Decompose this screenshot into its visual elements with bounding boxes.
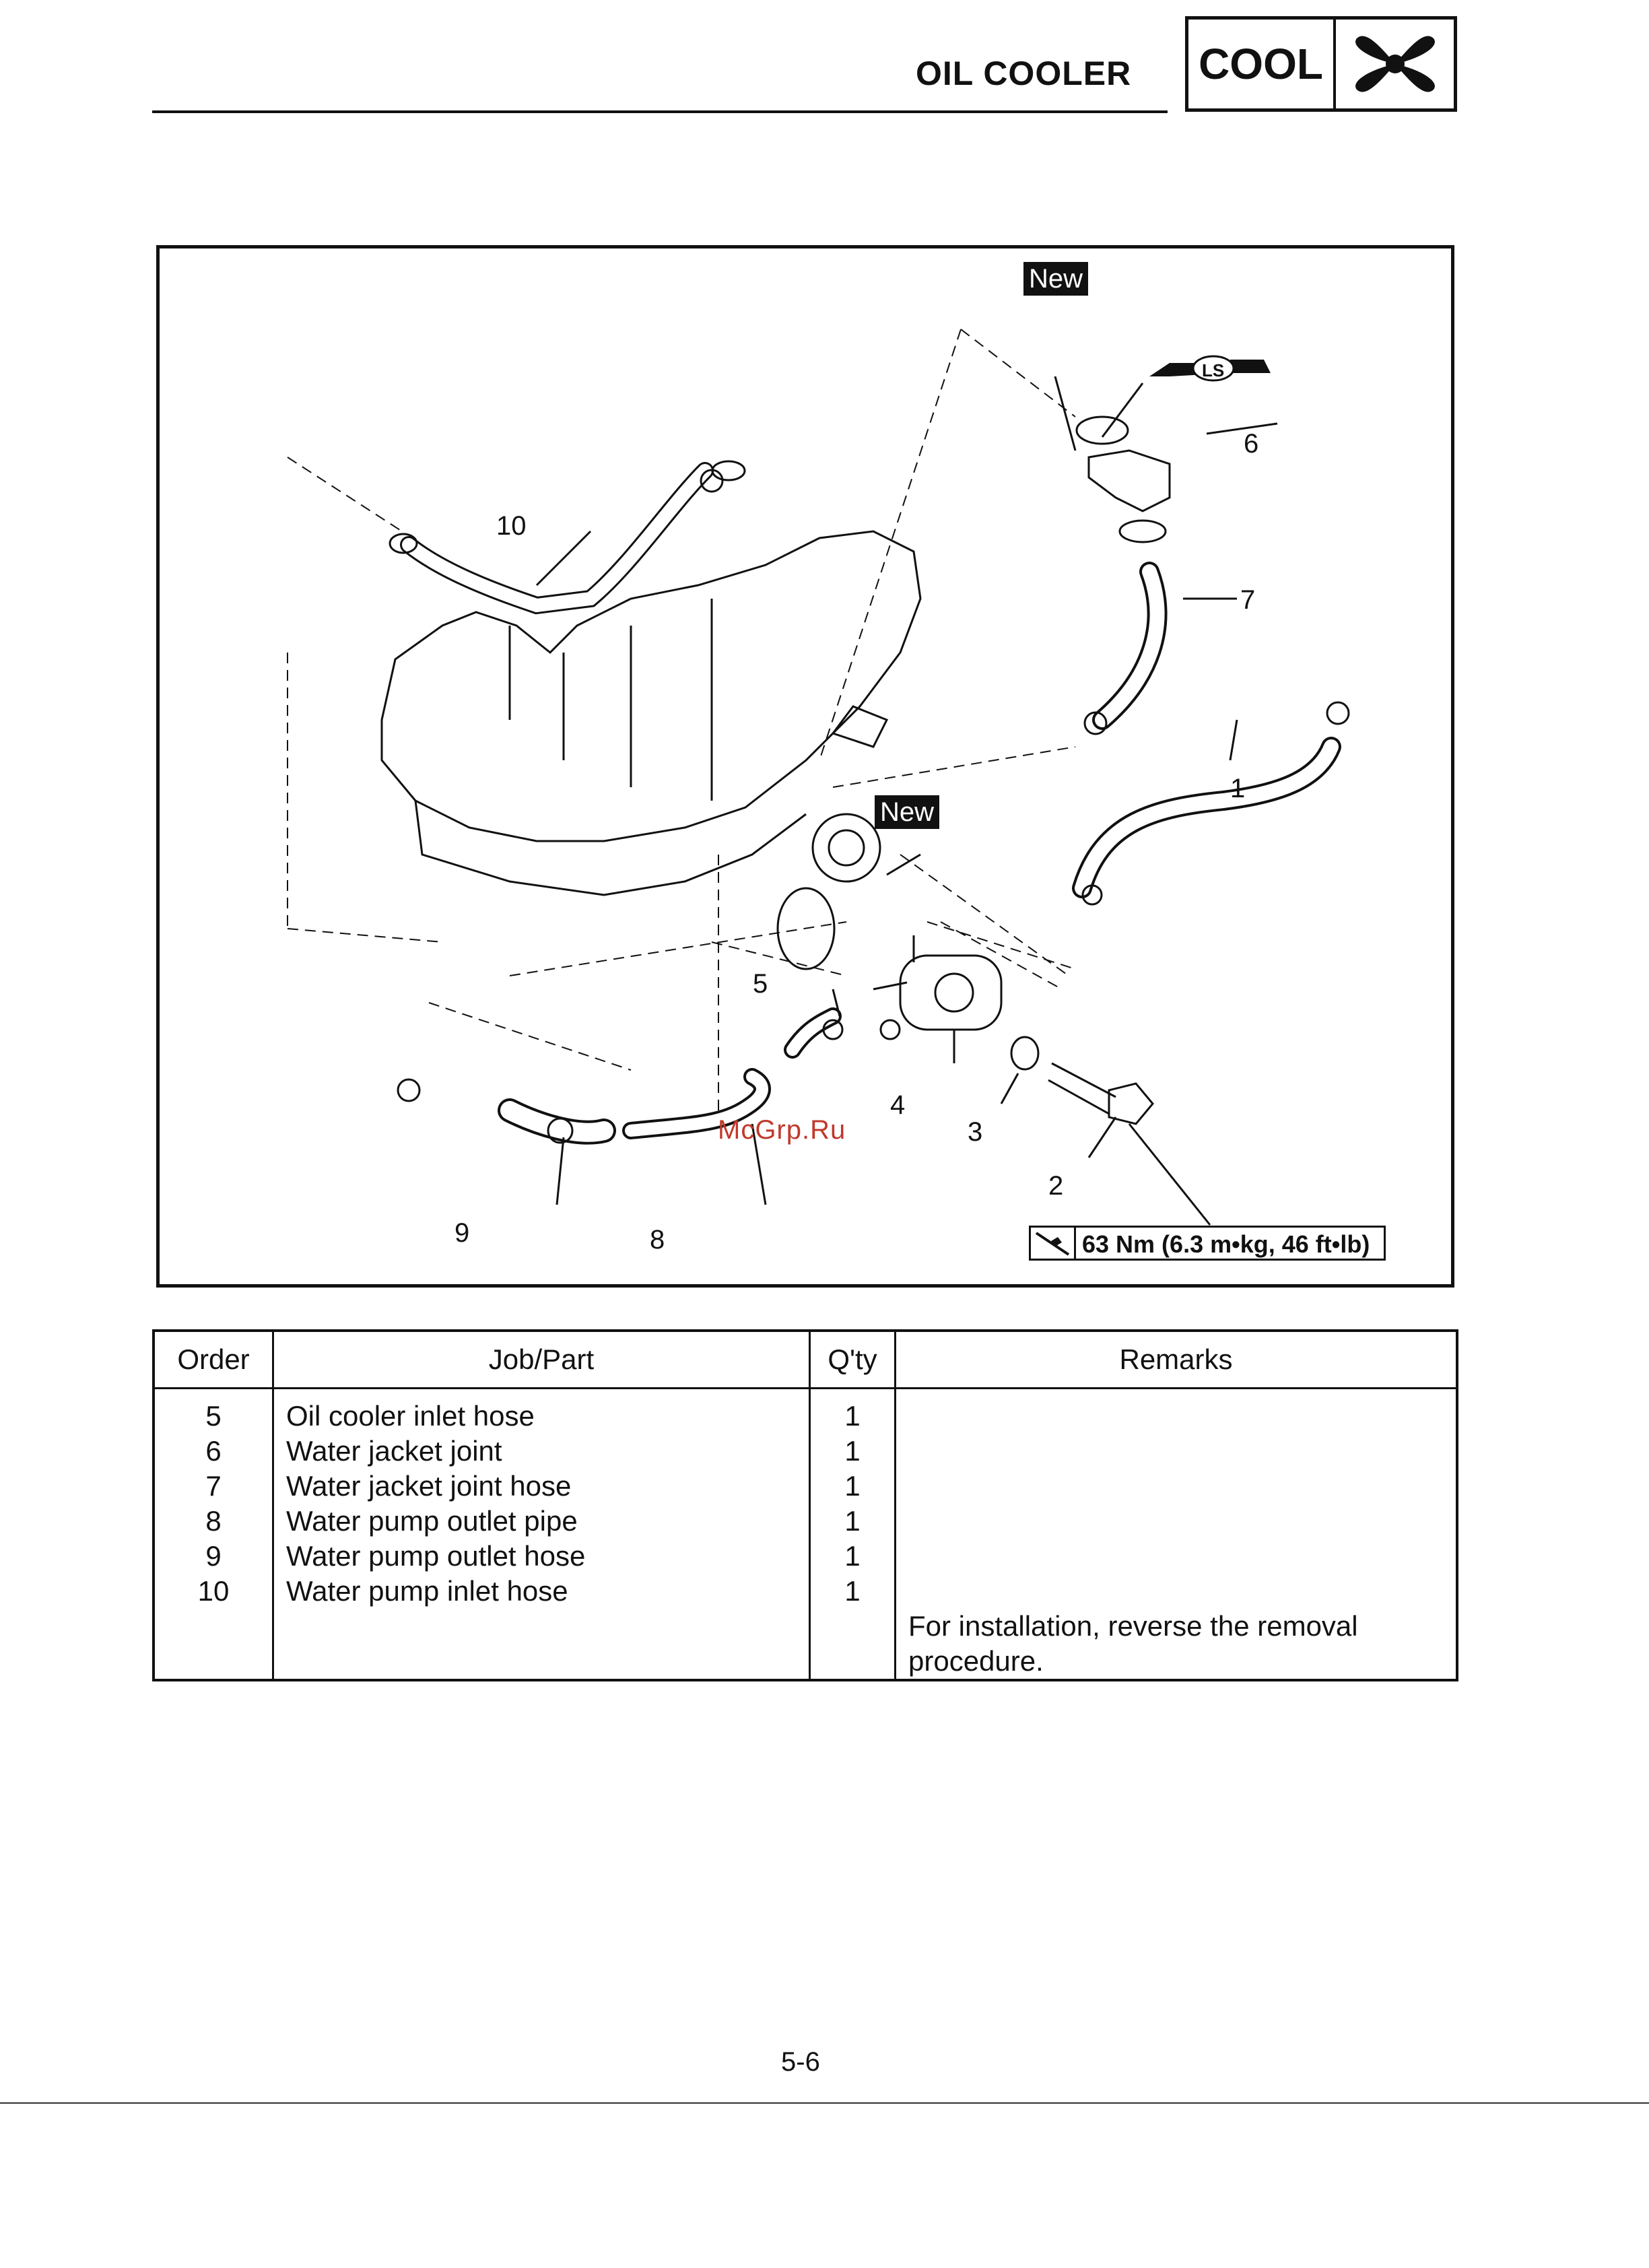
row-qty: 1 [844,1435,861,1467]
callout-8: 8 [650,1225,665,1255]
header-part: Job/Part [272,1331,811,1389]
header-remarks: Remarks [894,1331,1458,1389]
footer-rule [0,2102,1649,2104]
new-part-badge: New [875,795,940,829]
callout-4: 4 [890,1090,906,1120]
torque-wrench-icon [1035,1228,1076,1259]
section-badge: COOL [1185,16,1457,112]
engine-drawing: LS [287,329,1350,1226]
row-order: 6 [205,1435,222,1467]
callout-10: 10 [496,511,527,541]
fan-icon [1355,36,1435,92]
row-part: Water pump inlet hose [286,1575,568,1607]
row-qty: 1 [844,1540,861,1572]
remark-line: procedure. [908,1645,1044,1677]
table-header-row: Order Job/Part Q'ty Remarks [152,1331,1458,1389]
callout-7: 7 [1240,585,1256,615]
row-qty: 1 [844,1400,861,1432]
row-order: 7 [205,1470,222,1502]
header-qty: Q'ty [809,1331,896,1389]
row-qty: 1 [844,1505,861,1537]
callout-2: 2 [1048,1171,1064,1201]
row-qty: 1 [844,1470,861,1502]
table-body-row: 5 6 7 8 9 10 Oil cooler inlet hose Water… [152,1388,1458,1680]
row-part: Water pump outlet pipe [286,1505,578,1537]
row-part: Oil cooler inlet hose [286,1400,535,1432]
watermark: McGrp.Ru [718,1115,846,1145]
row-part: Water jacket joint [286,1435,502,1467]
callout-6: 6 [1244,429,1259,459]
row-order: 5 [205,1400,222,1432]
callout-1: 1 [1230,774,1246,803]
row-part: Water jacket joint hose [286,1470,572,1502]
header-order: Order [152,1331,274,1389]
row-order: 10 [197,1575,230,1607]
callout-5: 5 [753,969,768,999]
lithium-soap-grease-icon: LS [1149,355,1271,382]
new-part-badge: New [1023,262,1089,296]
section-label: COOL [1188,20,1336,108]
torque-value: 63 Nm (6.3 m•kg, 46 ft•lb) [1082,1230,1370,1258]
row-order: 9 [205,1540,222,1572]
parts-table: Order Job/Part Q'ty Remarks 5 6 7 8 9 10… [152,1329,1458,1681]
page-title: OIL COOLER [916,55,1132,92]
row-part: Water pump outlet hose [286,1540,586,1572]
header-rule [152,110,1168,113]
torque-spec: 63 Nm (6.3 m•kg, 46 ft•lb) [1029,1226,1386,1261]
callout-9: 9 [455,1218,470,1248]
row-order: 8 [205,1505,222,1537]
callout-3: 3 [968,1117,983,1147]
remark-line: For installation, reverse the removal [908,1610,1358,1642]
exploded-diagram: LS New New 1 2 3 4 5 6 7 8 9 10 [156,245,1454,1288]
page-number: 5-6 [781,2047,820,2077]
lubricant-code: LS [1202,360,1224,380]
row-qty: 1 [844,1575,861,1607]
